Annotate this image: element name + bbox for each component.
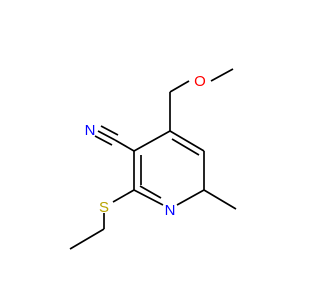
bond-c6-n1 [176, 189, 205, 206]
bond-c3-cn [114, 139, 135, 152]
molecule-diagram: N O N S [69, 68, 237, 250]
atom-label-ether-o: O [194, 73, 206, 90]
bond-ch2-o [169, 80, 190, 93]
bond-c3-c4 [133, 130, 171, 152]
bond-c4-c5 [169, 130, 205, 152]
bond-ch2-ch3 [69, 228, 105, 250]
bond-c4-c5-inner [171, 138, 200, 156]
atom-label-ring-n: N [165, 202, 176, 219]
atom-label-nitrile-n: N [85, 122, 96, 139]
bond-n1-c2-inner [139, 185, 162, 199]
triple-bond-3 [94, 135, 113, 146]
triple-bond-2 [100, 125, 119, 136]
bond-c6-methyl [203, 189, 237, 210]
structure-svg: N O N S [69, 68, 237, 250]
bond-c2-s [112, 189, 135, 203]
bond-o-ch3 [210, 68, 234, 82]
bond-n1-c2 [133, 189, 164, 206]
triple-bond-1 [97, 130, 116, 141]
atom-label-sulfur: S [99, 199, 109, 216]
